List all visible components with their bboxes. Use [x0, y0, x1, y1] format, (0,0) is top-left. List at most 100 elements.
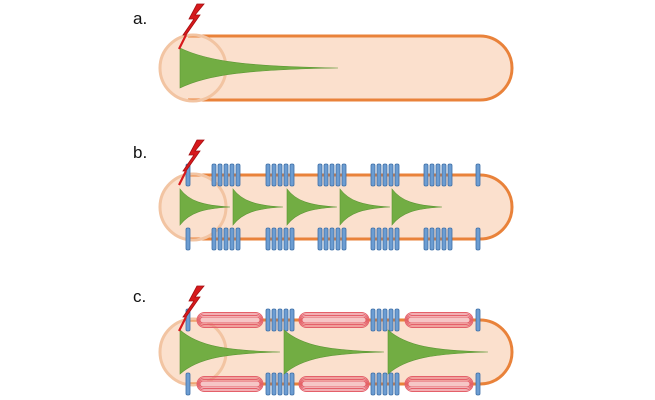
ion-channel-icon: [376, 163, 382, 187]
myelin-sheath-icon: [406, 315, 472, 325]
myelin-sheath-icon: [197, 313, 263, 327]
ion-channel-icon: [229, 163, 235, 187]
ion-channel-icon: [265, 163, 271, 187]
myelin-sheath-icon: [406, 379, 472, 389]
ion-channel-icon: [475, 308, 481, 332]
ion-channel-icon: [388, 163, 394, 187]
axon-membrane: [188, 318, 514, 386]
lightning-bolt-icon: [182, 139, 205, 172]
axon-membrane: [188, 173, 514, 241]
ion-channel-icon: [423, 163, 429, 187]
ion-channel-icon: [211, 227, 217, 251]
ion-channel-icon: [265, 227, 271, 251]
ion-channel-icon: [423, 227, 429, 251]
lightning-bolt-icon: [182, 285, 205, 318]
ion-channel-icon: [376, 227, 382, 251]
ion-channel-icon: [447, 227, 453, 251]
ion-channel-icon: [289, 163, 295, 187]
myelin-sheath-icon: [199, 380, 261, 388]
ion-channel-icon: [441, 163, 447, 187]
myelin-sheath-icon: [301, 316, 367, 324]
ion-channel-icon: [394, 308, 400, 332]
ion-channel-icon: [382, 163, 388, 187]
myelin-sheath-icon: [404, 376, 474, 392]
action-potential-signal: [179, 329, 281, 375]
myelin-sheath-icon: [405, 377, 473, 391]
myelin-sheath-icon: [300, 315, 368, 325]
ion-channel-icon: [323, 227, 329, 251]
ion-channel-icon: [235, 163, 241, 187]
ion-channel-icon: [329, 163, 335, 187]
ion-channel-icon: [394, 163, 400, 187]
myelin-sheath-icon: [196, 376, 264, 392]
ion-channel-icon: [271, 308, 277, 332]
panel-b: [158, 139, 514, 251]
lightning-bolt-tail: [178, 34, 187, 50]
ion-channel-icon: [394, 372, 400, 396]
myelin-sheath-icon: [301, 380, 367, 388]
panel-label-c: c.: [133, 287, 147, 306]
ion-channel-icon: [388, 227, 394, 251]
ion-channel-icon: [335, 227, 341, 251]
panel-label-a: a.: [133, 9, 148, 28]
ion-channel-icon: [388, 308, 394, 332]
ion-channel-icon: [429, 227, 435, 251]
ion-channel-icon: [317, 227, 323, 251]
myelin-sheath-icon: [299, 313, 369, 327]
ion-channel-icon: [289, 227, 295, 251]
ion-channel-icon: [283, 227, 289, 251]
action-potential-signal: [179, 188, 231, 226]
lightning-bolt-tail: [178, 170, 187, 186]
ion-channel-icon: [277, 308, 283, 332]
ion-channel-icon: [283, 163, 289, 187]
ion-channel-icon: [429, 163, 435, 187]
myelin-sheath-icon: [197, 377, 263, 391]
ion-channel-icon: [211, 163, 217, 187]
ion-channel-icon: [265, 308, 271, 332]
action-potential-signal: [232, 188, 284, 226]
ion-channel-icon: [289, 372, 295, 396]
ion-channel-icon: [394, 227, 400, 251]
action-potential-signal: [283, 329, 385, 375]
ion-channel-icon: [223, 227, 229, 251]
ion-channel-icon: [341, 163, 347, 187]
myelin-sheath-icon: [298, 312, 370, 328]
ion-channel-icon: [223, 163, 229, 187]
myelin-sheath-icon: [299, 377, 369, 391]
ion-channel-icon: [388, 372, 394, 396]
action-potential-signal: [391, 188, 443, 226]
ion-channel-icon: [283, 372, 289, 396]
ion-channel-icon: [370, 227, 376, 251]
myelin-sheath-icon: [300, 379, 368, 389]
ion-channel-icon: [289, 308, 295, 332]
myelin-sheath-icon: [298, 376, 370, 392]
ion-channel-icon: [217, 227, 223, 251]
myelin-sheath-icon: [407, 316, 471, 324]
ion-channel-icon: [235, 227, 241, 251]
panel-c: [158, 285, 514, 396]
ion-channel-icon: [271, 163, 277, 187]
ion-channel-icon: [376, 308, 382, 332]
ion-channel-icon: [185, 372, 191, 396]
ion-channel-icon: [329, 227, 335, 251]
ion-channel-icon: [317, 163, 323, 187]
action-potential-signal: [179, 47, 339, 89]
ion-channel-icon: [185, 227, 191, 251]
ion-channel-icon: [271, 227, 277, 251]
myelin-sheath-icon: [198, 379, 262, 389]
ion-channel-icon: [271, 372, 277, 396]
ion-channel-icon: [475, 163, 481, 187]
ion-channel-icon: [283, 308, 289, 332]
myelin-sheath-icon: [407, 380, 471, 388]
ion-channel-icon: [382, 372, 388, 396]
ion-channel-icon: [475, 372, 481, 396]
action-potential-signal: [339, 188, 391, 226]
ion-channel-icon: [217, 163, 223, 187]
ion-channel-icon: [265, 372, 271, 396]
ion-channel-icon: [475, 227, 481, 251]
myelin-sheath-icon: [405, 313, 473, 327]
panel-a: [158, 3, 514, 103]
ion-channel-icon: [341, 227, 347, 251]
ion-channel-icon: [441, 227, 447, 251]
